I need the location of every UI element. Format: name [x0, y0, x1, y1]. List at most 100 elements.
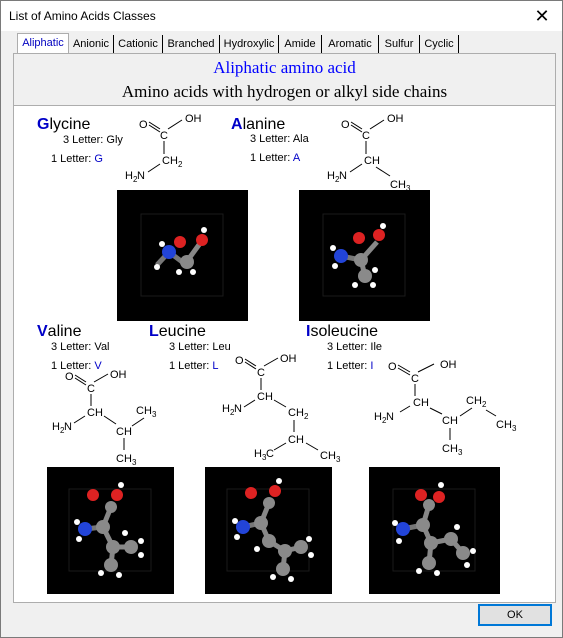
svg-text:O: O [139, 119, 148, 131]
one-letter-label: 1 Letter: [51, 360, 92, 372]
svg-text:2: 2 [60, 426, 65, 435]
amino-name-isoleucine: Isoleucine [306, 323, 378, 341]
class-header: Aliphatic amino acid Amino acids with hy… [14, 54, 555, 106]
svg-text:3: 3 [406, 184, 411, 193]
ok-button[interactable]: OK [478, 604, 552, 626]
svg-text:3: 3 [336, 455, 341, 464]
tab-aliphatic[interactable]: Aliphatic [17, 33, 69, 54]
svg-text:CH: CH [364, 155, 380, 167]
svg-text:N: N [386, 411, 394, 423]
one-letter-label: 1 Letter: [51, 153, 92, 165]
svg-text:CH: CH [162, 155, 178, 167]
one-letter-label: 1 Letter: [327, 360, 368, 372]
svg-text:CH: CH [288, 407, 304, 419]
svg-text:H: H [222, 403, 230, 415]
tab-cationic[interactable]: Cationic [114, 35, 163, 53]
one-letter-label: 1 Letter: [250, 152, 291, 164]
svg-text:2: 2 [178, 160, 183, 169]
model-valine [47, 467, 174, 594]
title-bar: List of Amino Acids Classes ✕ [1, 1, 562, 31]
three-letter-isoleucine: 3 Letter: Ile [327, 341, 382, 353]
one-letter-code: I [370, 360, 374, 372]
three-letter-label: 3 Letter: [51, 341, 92, 353]
svg-text:O: O [388, 361, 397, 373]
svg-text:H: H [52, 421, 60, 433]
model-leucine [205, 467, 332, 594]
name-initial: I [306, 323, 311, 340]
svg-text:OH: OH [440, 359, 457, 371]
svg-text:3: 3 [458, 448, 463, 457]
one-letter-code: A [292, 152, 301, 164]
svg-text:CH: CH [413, 397, 429, 409]
name-rest: eucine [158, 323, 206, 340]
svg-text:CH: CH [87, 407, 103, 419]
tab-hydroxylic[interactable]: Hydroxylic [220, 35, 279, 53]
amino-name-glycine: Glycine [37, 116, 90, 134]
name-initial: A [231, 116, 243, 133]
name-initial: G [37, 116, 50, 133]
close-icon[interactable]: ✕ [534, 6, 550, 26]
three-letter-code: Gly [106, 134, 123, 146]
ball-stick-leucine [226, 478, 314, 582]
svg-text:N: N [234, 403, 242, 415]
svg-text:H: H [254, 448, 262, 460]
tab-sulfur[interactable]: Sulfur [379, 35, 420, 53]
three-letter-code: Val [94, 341, 110, 353]
svg-text:H: H [374, 411, 382, 423]
svg-text:OH: OH [280, 353, 297, 365]
svg-text:3: 3 [132, 458, 137, 467]
svg-text:H: H [327, 170, 335, 182]
svg-text:2: 2 [304, 412, 309, 421]
ball-stick-valine [68, 482, 152, 578]
window-title: List of Amino Acids Classes [9, 9, 156, 23]
tab-amide[interactable]: Amide [279, 35, 322, 53]
svg-text:CH: CH [320, 450, 336, 462]
one-letter-alanine: 1 Letter: A [250, 152, 300, 164]
model-alanine [299, 190, 430, 321]
svg-text:CH: CH [390, 179, 406, 191]
svg-text:CH: CH [136, 405, 152, 417]
class-subtitle: Amino acids with hydrogen or alkyl side … [121, 82, 448, 101]
tab-panel: Aliphatic amino acid Amino acids with hy… [13, 53, 556, 603]
name-rest: aline [47, 323, 82, 340]
three-letter-code: Leu [212, 341, 231, 353]
svg-text:2: 2 [382, 416, 387, 425]
class-title: Aliphatic amino acid [213, 58, 356, 77]
svg-text:OH: OH [387, 113, 404, 125]
one-letter-valine: 1 Letter: V [51, 360, 102, 372]
name-rest: soleucine [310, 323, 379, 340]
tab-anionic[interactable]: Anionic [69, 35, 114, 53]
svg-text:3: 3 [152, 410, 157, 419]
svg-text:CH: CH [116, 453, 132, 465]
tab-aromatic[interactable]: Aromatic [322, 35, 379, 53]
one-letter-label: 1 Letter: [169, 360, 210, 372]
svg-text:C: C [87, 383, 95, 395]
three-letter-label: 3 Letter: [169, 341, 210, 353]
svg-text:2: 2 [335, 175, 340, 184]
model-isoleucine [369, 467, 500, 594]
three-letter-alanine: 3 Letter: Ala [250, 133, 309, 145]
name-initial: V [37, 323, 48, 340]
three-letter-leucine: 3 Letter: Leu [169, 341, 231, 353]
three-letter-label: 3 Letter: [63, 134, 104, 146]
svg-text:CH: CH [442, 443, 458, 455]
model-glycine [117, 190, 248, 321]
svg-text:O: O [341, 119, 350, 131]
svg-text:2: 2 [133, 175, 138, 184]
three-letter-label: 3 Letter: [327, 341, 368, 353]
svg-text:C: C [160, 130, 168, 142]
tab-cyclic[interactable]: Cyclic [420, 35, 459, 53]
svg-text:N: N [64, 421, 72, 433]
svg-text:CH: CH [442, 415, 458, 427]
svg-text:O: O [65, 371, 74, 383]
tab-branched[interactable]: Branched [163, 35, 220, 53]
svg-text:3: 3 [262, 453, 267, 462]
one-letter-code: L [212, 360, 219, 372]
svg-text:CH: CH [257, 391, 273, 403]
